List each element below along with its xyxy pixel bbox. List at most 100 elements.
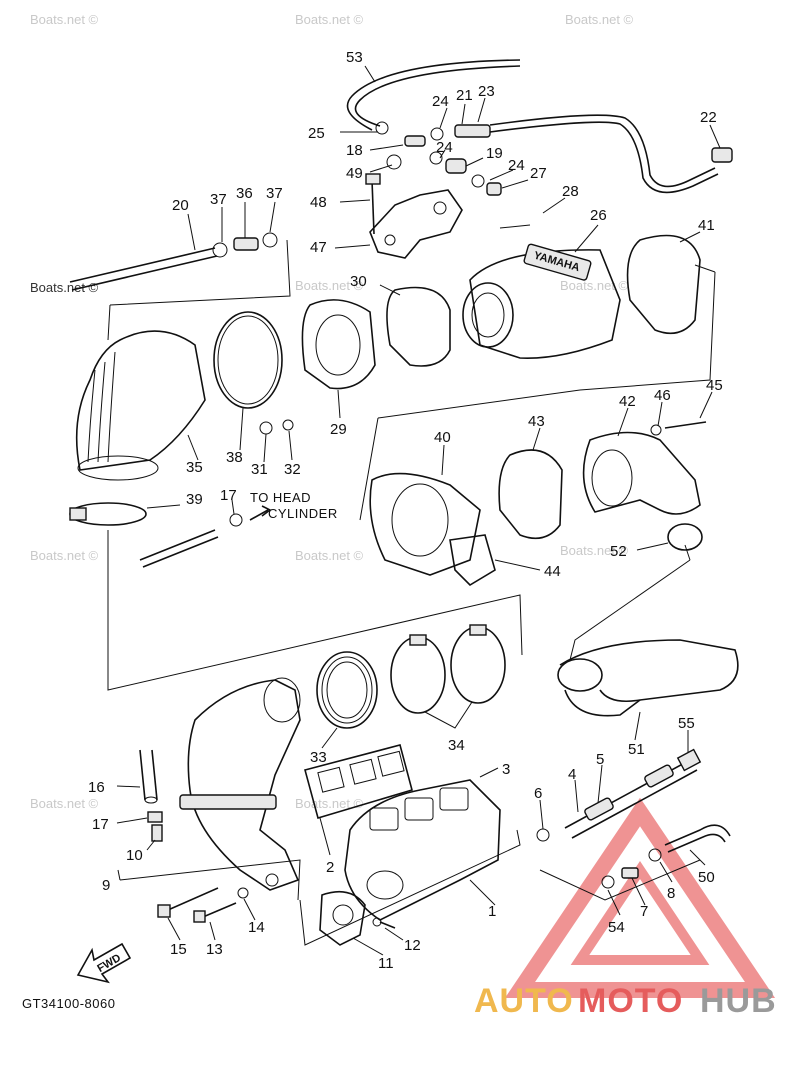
exhaust-pipe-42 [582, 421, 707, 515]
watermark: Boats.net © [30, 280, 99, 295]
callout-4: 4 [568, 766, 576, 783]
watermark-layer: Boats.net © Boats.net © Boats.net © Boat… [30, 12, 634, 811]
watermark: Boats.net © [560, 543, 629, 558]
exhaust-manifold-1 [344, 779, 501, 921]
callout-12: 12 [404, 937, 421, 954]
watermark: Boats.net © [30, 12, 99, 27]
callout-15: 15 [170, 941, 187, 958]
callout-21: 21 [456, 87, 473, 104]
callout-52: 52 [610, 543, 627, 560]
callout-31: 31 [251, 461, 268, 478]
callout-1: 1 [488, 903, 496, 920]
callout-42: 42 [619, 393, 636, 410]
callout-17: 17 [220, 487, 237, 504]
callout-38: 38 [226, 449, 243, 466]
callout-11: 11 [378, 955, 394, 972]
gasket-30 [386, 286, 451, 367]
callout-22: 22 [700, 109, 717, 126]
callout-47: 47 [310, 239, 327, 256]
callout-28: 28 [562, 183, 579, 200]
callout-10: 10 [126, 847, 143, 864]
callout-44: 44 [544, 563, 561, 580]
callout-35: 35 [186, 459, 203, 476]
callout-53: 53 [346, 49, 363, 66]
hose-20-group [69, 232, 278, 291]
watermark: Boats.net © [30, 796, 99, 811]
hose-16 [139, 749, 158, 804]
callout-20: 20 [172, 197, 189, 214]
watermark: Boats.net © [295, 548, 364, 563]
callout-33: 33 [310, 749, 327, 766]
watermark: Boats.net © [295, 796, 364, 811]
callout-24: 24 [432, 93, 449, 110]
callout-36: 36 [236, 185, 253, 202]
callout-23: 23 [478, 83, 495, 100]
callout-37: 37 [266, 185, 283, 202]
callout-34: 34 [448, 737, 465, 754]
watermark: Boats.net © [560, 278, 629, 293]
watermark: Boats.net © [565, 12, 634, 27]
callout-51: 51 [628, 741, 645, 758]
callout-27: 27 [530, 165, 547, 182]
muffler-body-9 [179, 677, 301, 891]
joint-33 [316, 651, 378, 729]
rubber-joint-35 [75, 330, 206, 481]
callout-3: 3 [502, 761, 510, 778]
brand-logo-triangle [504, 797, 776, 998]
callout-16: 16 [88, 779, 105, 796]
callout-29: 29 [330, 421, 347, 438]
callout-25: 25 [308, 125, 325, 142]
callout-24: 24 [436, 139, 453, 156]
gasket-43 [498, 449, 563, 540]
callout-54: 54 [608, 919, 625, 936]
brand-part-auto: AUTO [474, 982, 574, 1020]
watermark: Boats.net © [30, 548, 99, 563]
callout-37: 37 [210, 191, 227, 208]
fwd-label: FWD [95, 952, 123, 975]
exhaust-chamber-26: YAMAHA [462, 243, 621, 359]
pipe-4-5-55 [564, 748, 702, 839]
callout-5: 5 [596, 751, 604, 768]
assembly-frame-lines [107, 224, 716, 946]
bolts-lower [157, 887, 396, 929]
exhaust-flange-40 [369, 472, 496, 587]
brand-wordmark: AUTO MOTO HUB [474, 982, 777, 1020]
gasket-41 [626, 234, 701, 335]
callout-leaders [116, 65, 721, 956]
gasket-2 [304, 744, 413, 820]
watermark: Boats.net © [295, 12, 364, 27]
hose-to-head [139, 505, 272, 568]
breather-hose-group [346, 59, 733, 196]
callout-48: 48 [310, 194, 327, 211]
callout-43: 43 [528, 413, 545, 430]
callout-45: 45 [706, 377, 723, 394]
callout-6: 6 [534, 785, 542, 802]
flange-29 [301, 299, 376, 390]
callout-7: 7 [640, 903, 648, 920]
clamp-39 [69, 502, 147, 526]
fwd-arrow-icon: FWD [76, 942, 132, 984]
callout-30: 30 [350, 273, 367, 290]
callout-13: 13 [206, 941, 223, 958]
callout-8: 8 [667, 885, 675, 902]
callout-50: 50 [698, 869, 715, 886]
callout-41: 41 [698, 217, 715, 234]
callout-46: 46 [654, 387, 671, 404]
callout-26: 26 [590, 207, 607, 224]
callout-55: 55 [678, 715, 695, 732]
brand-part-hub: HUB [700, 982, 777, 1020]
callout-39: 39 [186, 491, 203, 508]
callout-40: 40 [434, 429, 451, 446]
hose-51 [557, 639, 739, 717]
callout-18: 18 [346, 142, 363, 159]
callout-labels: 53 24 21 23 22 25 18 24 19 49 24 27 28 4… [88, 49, 723, 972]
brand-part-moto: MOTO [578, 982, 683, 1020]
callout-24: 24 [508, 157, 525, 174]
callout-17: 17 [92, 816, 109, 833]
callout-14: 14 [248, 919, 265, 936]
note-line1: TO HEAD [250, 490, 311, 505]
clamp-52 [667, 523, 703, 551]
plate-11 [319, 890, 366, 946]
